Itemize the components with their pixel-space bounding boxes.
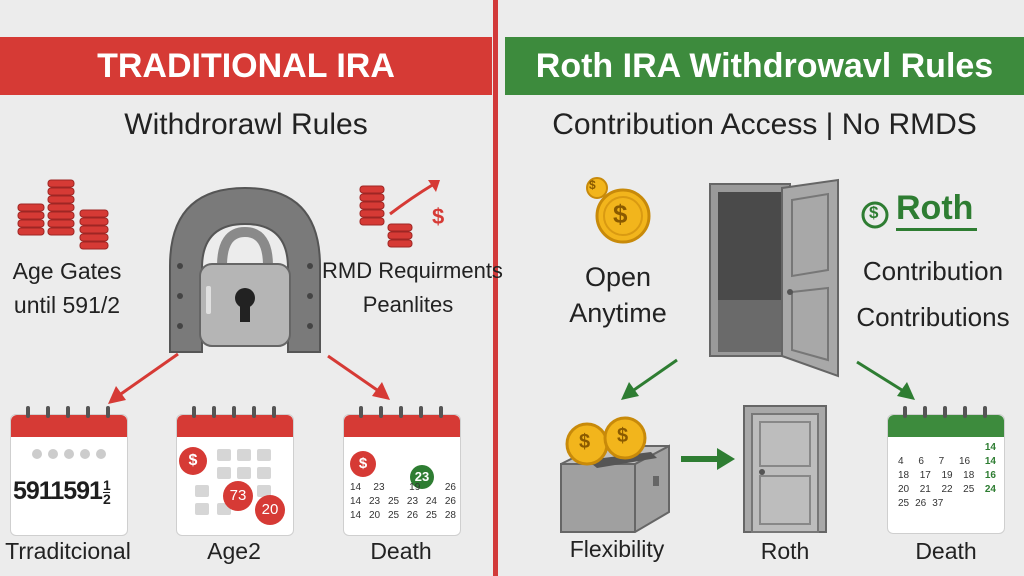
- box-coin-dollar: $: [579, 431, 591, 453]
- date-cell: 20: [368, 510, 381, 521]
- coin-dollar: $: [613, 199, 628, 229]
- small-coin-dollar: $: [589, 178, 596, 192]
- date-cell: 23: [406, 496, 419, 507]
- gold-coin-icon: [586, 177, 651, 244]
- fraction-top: 1: [102, 476, 111, 493]
- age-badge-20: 20: [255, 495, 285, 525]
- coin-box-icon: [560, 416, 670, 533]
- calendar-rings: [192, 406, 276, 418]
- date-cell: 7: [938, 456, 945, 467]
- date-cell: 23: [373, 482, 385, 493]
- date-cell: 6: [918, 456, 924, 467]
- date-cell: 14: [350, 482, 362, 493]
- date-cell: 37: [932, 498, 944, 509]
- date-cell: 24: [425, 496, 437, 507]
- age-gates-limit: until 591/2: [13, 292, 121, 318]
- age-calendar-label: Age2: [207, 538, 261, 564]
- date-cell: 26: [915, 498, 927, 509]
- center-divider: [493, 0, 498, 576]
- roth-calendar: 14 4 6 7 16 14 18 17 19 18 16 20 21 22 25 24 25 26 37: [887, 414, 1005, 534]
- coin-stacks-icon: [17, 179, 109, 250]
- dollar-coin-icon: $: [350, 451, 376, 477]
- date-cell: 18: [898, 470, 910, 481]
- date-cell: 14: [984, 456, 996, 467]
- traditional-banner-title: TRADITIONAL IRA: [97, 47, 395, 85]
- date-cell: 25: [425, 510, 437, 521]
- date-cell: 26: [444, 482, 456, 493]
- death-calendar-label: Death: [370, 538, 432, 564]
- dollar-symbol: $: [432, 204, 445, 229]
- date-cell: 14: [984, 442, 996, 453]
- dollar-coin-icon: $: [179, 447, 207, 475]
- calendar-number: 5911591: [13, 477, 103, 505]
- anytime-label: Anytime: [569, 298, 667, 328]
- date-cell: 25: [898, 498, 910, 509]
- penalties-label: Peanlites: [362, 292, 454, 317]
- traditional-calendar-label: Trraditcional: [5, 538, 131, 564]
- open-label: Open: [584, 262, 652, 292]
- traditional-banner: TRADITIONAL IRA: [0, 37, 492, 95]
- calendar-rings: [359, 406, 443, 418]
- date-cell: 25: [963, 484, 975, 495]
- roth-banner: Roth IRA Withdrowavl Rules: [505, 37, 1024, 95]
- calendar-rings: [903, 406, 987, 418]
- roth-dollar-icon: [861, 201, 889, 229]
- box-coin-dollar: $: [617, 425, 629, 447]
- date-cell: 14: [350, 496, 362, 507]
- date-cell: 23: [368, 496, 381, 507]
- date-cell: 28: [444, 510, 456, 521]
- fraction-bottom: 2: [102, 490, 111, 507]
- roth-logo-text: Roth: [896, 188, 978, 231]
- flexibility-label: Flexibility: [569, 536, 665, 562]
- date-cell: 25: [387, 510, 400, 521]
- padlock-icon: [169, 186, 321, 353]
- age-badge-73: 73: [223, 481, 253, 511]
- date-cell: 20: [898, 484, 910, 495]
- age-gates-label: Age Gates: [12, 258, 122, 284]
- date-cell: 16: [984, 470, 996, 481]
- roth-door-label: Roth: [760, 538, 810, 564]
- date-cell: 14: [350, 510, 362, 521]
- date-cell: 24: [984, 484, 996, 495]
- date-cell: 17: [919, 470, 931, 481]
- closed-door-icon: [743, 405, 827, 533]
- date-cell: 25: [387, 496, 400, 507]
- roth-banner-title: Roth IRA Withdrowavl Rules: [535, 47, 994, 85]
- date-cell: 21: [919, 484, 931, 495]
- age-calendar: $ 73 20: [176, 414, 294, 536]
- date-cell: 19: [409, 482, 421, 493]
- rmd-label: RMD Requirments: [322, 258, 503, 283]
- traditional-arrows: [108, 352, 390, 404]
- contributions-label: Contributions: [856, 302, 1010, 332]
- date-cell: 26: [406, 510, 419, 521]
- roth-logo-dollar: $: [869, 203, 879, 222]
- roth-subtitle: Contribution Access | No RMDS: [552, 108, 977, 141]
- date-cell: 19: [941, 470, 953, 481]
- calendar-rings: [26, 406, 110, 418]
- open-door-icon: [709, 178, 839, 378]
- highlight-date: 23: [410, 465, 434, 489]
- date-cell: 16: [958, 456, 971, 467]
- roth-arrows: [621, 358, 915, 470]
- date-cell: 18: [963, 470, 975, 481]
- rising-coins-icon: [359, 180, 440, 248]
- date-cell: 22: [941, 484, 953, 495]
- date-cell: 26: [444, 496, 456, 507]
- roth-calendar-label: Death: [915, 538, 977, 564]
- contribution-label: Contribution: [862, 256, 1004, 286]
- date-cell: 4: [898, 456, 904, 467]
- traditional-subtitle: Withdrorawl Rules: [124, 108, 368, 141]
